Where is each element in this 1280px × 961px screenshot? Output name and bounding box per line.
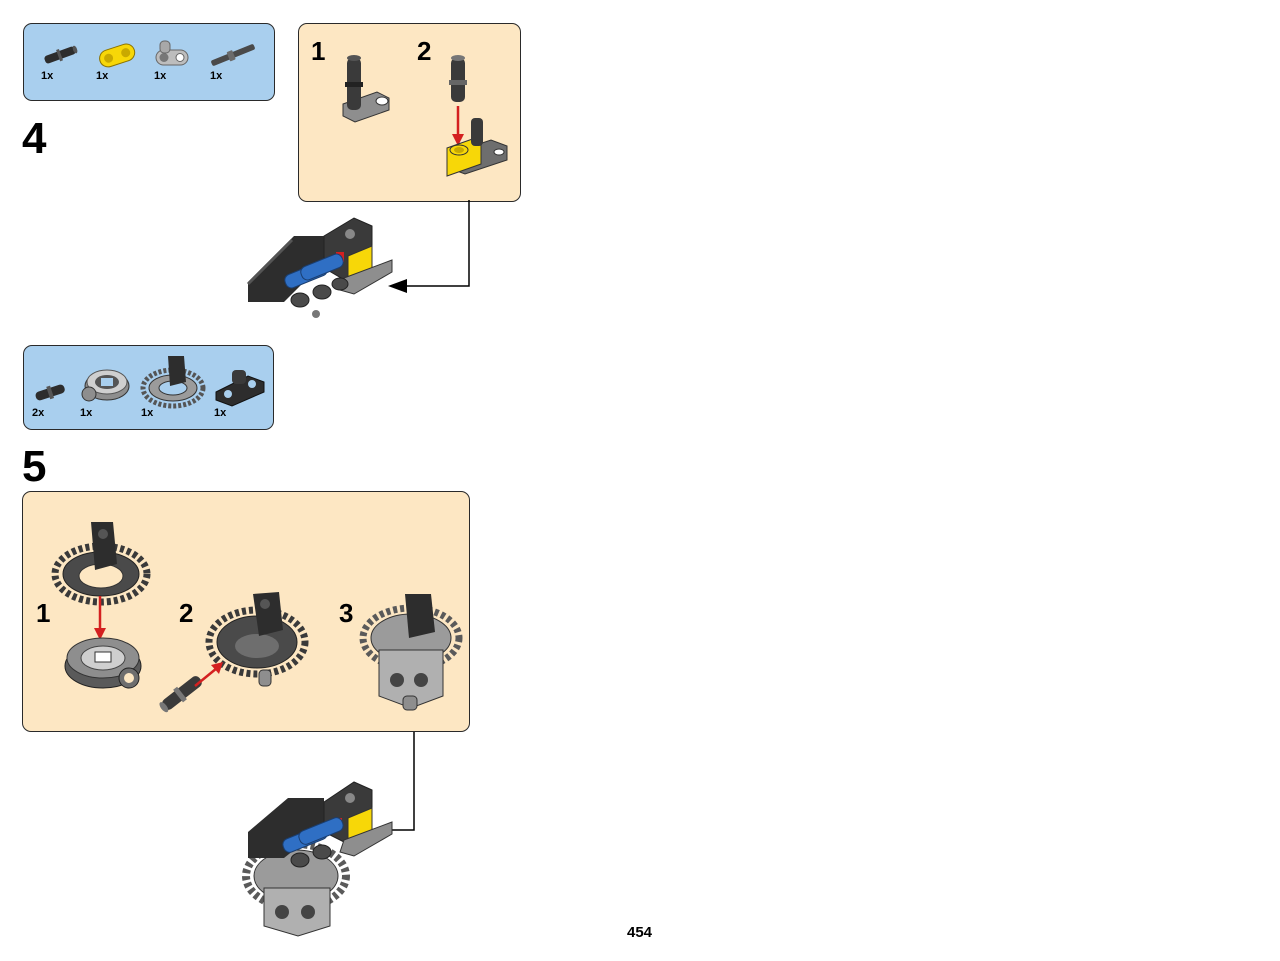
part-qty: 1x (80, 407, 93, 419)
turntable-gear-icon (205, 592, 309, 687)
step4-parts-list: 1x 1x 1x 1x (23, 23, 275, 101)
step5-assembly-icon (242, 781, 393, 937)
step5-subassembly-box: 1 2 3 (22, 491, 470, 732)
part-qty: 1x (41, 70, 54, 82)
substep-number: 1 (36, 598, 51, 628)
black-pin-icon (449, 55, 467, 102)
part-qty: 1x (210, 70, 223, 82)
gray-axle-connector-icon (155, 40, 189, 66)
turntable-gear-icon (140, 356, 206, 409)
substep-number: 2 (179, 598, 194, 628)
red-arrow-icon (194, 662, 223, 687)
black-beam-icon (215, 370, 265, 407)
part-qty: 1x (96, 70, 109, 82)
turntable-gear-icon (51, 522, 151, 606)
yellow-beam-with-connector-icon (446, 118, 508, 177)
yellow-beam-icon (99, 43, 136, 68)
substep-number: 3 (339, 598, 354, 628)
turntable-base-icon (81, 369, 130, 402)
turntable-assembly-icon (359, 594, 463, 711)
connector-line (388, 200, 470, 293)
step4-subassembly-box: 1 2 (298, 23, 521, 202)
gray-connector-with-pin-icon (342, 55, 390, 123)
part-qty: 1x (214, 407, 227, 419)
step-number: 4 (22, 114, 47, 163)
black-axle-pin-icon (44, 45, 78, 64)
black-pin-icon (159, 676, 202, 713)
part-qty: 2x (32, 407, 45, 419)
step-number: 5 (22, 442, 47, 491)
step4-assembly-icon (246, 217, 393, 318)
part-qty: 1x (141, 407, 154, 419)
page-number: 454 (627, 924, 653, 941)
black-pin-icon (35, 384, 65, 401)
red-arrow-icon (452, 106, 464, 146)
part-qty: 1x (154, 70, 167, 82)
step5-parts-list: 2x 1x 1x 1x (23, 345, 274, 430)
turntable-base-icon (64, 637, 142, 689)
dark-axle-icon (211, 44, 255, 66)
substep-number: 1 (311, 36, 326, 66)
red-arrow-icon (94, 596, 106, 640)
substep-number: 2 (417, 36, 432, 66)
